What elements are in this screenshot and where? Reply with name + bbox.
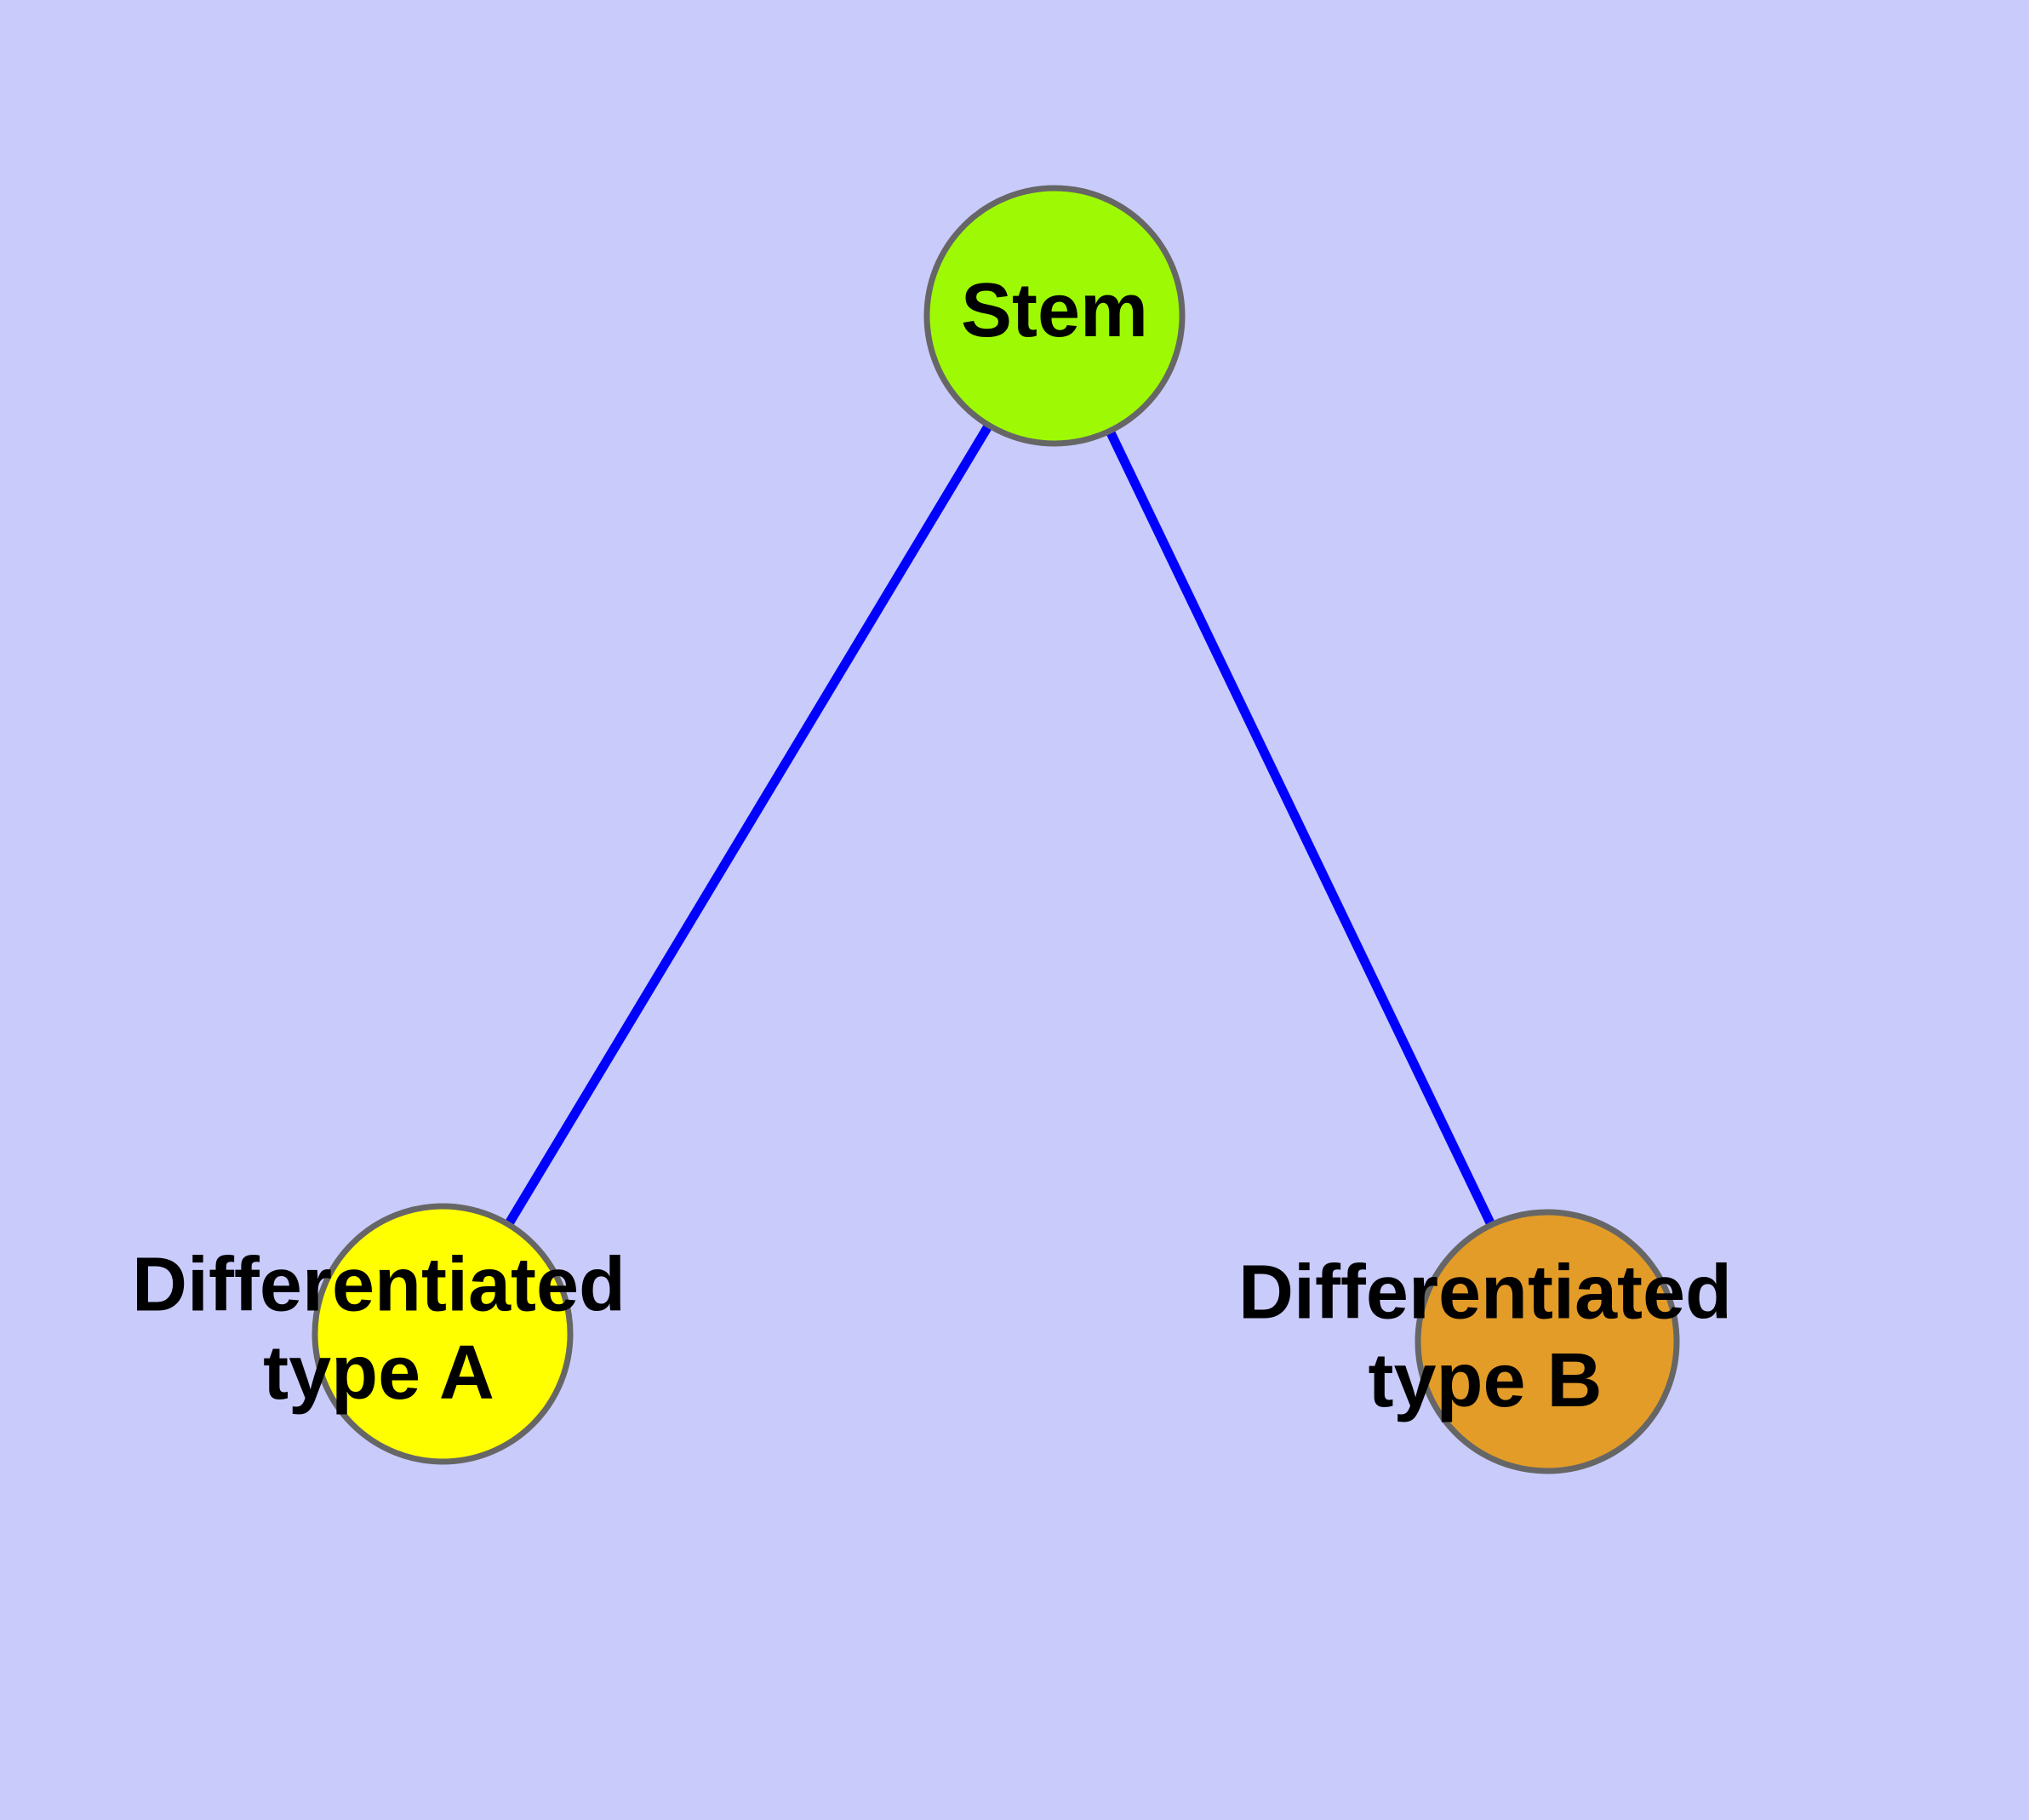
node-circle-differentiated-type-a[interactable] (311, 1203, 574, 1465)
edge-stem-to-differentiated-type-a[interactable] (438, 313, 1059, 1336)
edge-stem-to-differentiated-type-b[interactable] (1050, 313, 1552, 1344)
node-differentiated-type-b[interactable] (1415, 1209, 1680, 1474)
node-circle-stem[interactable] (923, 185, 1186, 447)
node-label-stem: Stem (961, 268, 1148, 353)
nodes-layer (311, 185, 1680, 1474)
node-circle-differentiated-type-b[interactable] (1415, 1209, 1680, 1474)
edges-layer (438, 313, 1552, 1344)
node-differentiated-type-a[interactable] (311, 1203, 574, 1465)
node-stem[interactable] (923, 185, 1186, 447)
